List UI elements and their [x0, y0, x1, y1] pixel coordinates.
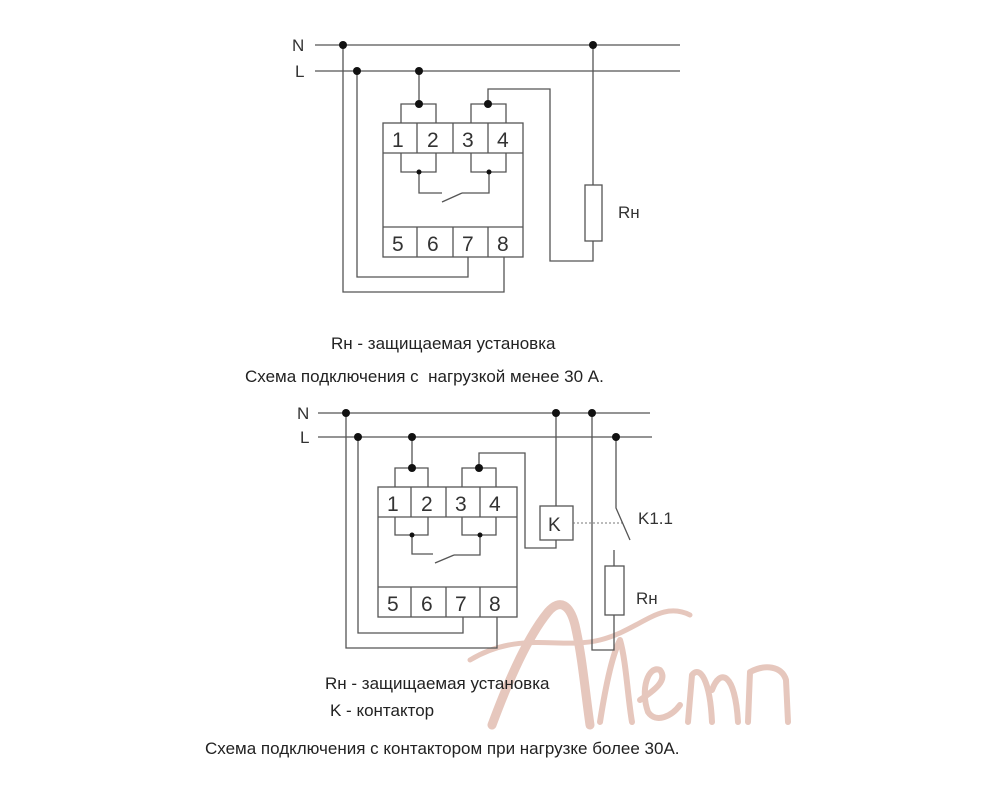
load-resistor [604, 565, 625, 616]
n-line-label: N [297, 404, 309, 423]
load-label: Rн [636, 589, 658, 608]
l-line-label: L [300, 428, 309, 447]
diagram-1: N L 1 2 3 4 5 6 7 8 Rн [292, 36, 680, 293]
load-resistor [584, 184, 603, 242]
legend-load-2: Rн - защищаемая установка [325, 674, 550, 693]
terminal-4: 4 [497, 129, 509, 152]
terminal-8: 8 [497, 233, 509, 256]
load-label: Rн [618, 203, 640, 222]
terminal-7: 7 [455, 593, 467, 616]
contactor-label: K [548, 515, 561, 536]
terminal-1: 1 [392, 129, 404, 152]
terminal-4: 4 [489, 493, 501, 516]
terminal-3: 3 [455, 493, 467, 516]
diagram-2: N L 1 2 3 4 5 6 7 8 K K1.1 [297, 404, 673, 651]
terminal-6: 6 [421, 593, 433, 616]
relay-body [377, 486, 518, 618]
contact-label: K1.1 [638, 509, 673, 528]
terminal-2: 2 [427, 129, 439, 152]
terminal-7: 7 [462, 233, 474, 256]
relay-contact [434, 554, 455, 564]
contactor-contact [615, 437, 631, 541]
caption-1: Схема подключения с нагрузкой менее 30 А… [245, 367, 604, 386]
caption-2: Схема подключения с контактором при нагр… [205, 739, 680, 758]
n-line-label: N [292, 36, 304, 55]
terminal-6: 6 [427, 233, 439, 256]
terminal-5: 5 [387, 593, 399, 616]
legend-contactor: K - контактор [330, 701, 435, 720]
terminal-2: 2 [421, 493, 433, 516]
terminal-1: 1 [387, 493, 399, 516]
contactor-coil [539, 505, 574, 541]
l-line-label: L [295, 62, 304, 81]
terminal-3: 3 [462, 129, 474, 152]
relay-contact [441, 192, 463, 203]
legend-load-1: Rн - защищаемая установка [331, 334, 556, 353]
terminal-8: 8 [489, 593, 501, 616]
terminal-5: 5 [392, 233, 404, 256]
